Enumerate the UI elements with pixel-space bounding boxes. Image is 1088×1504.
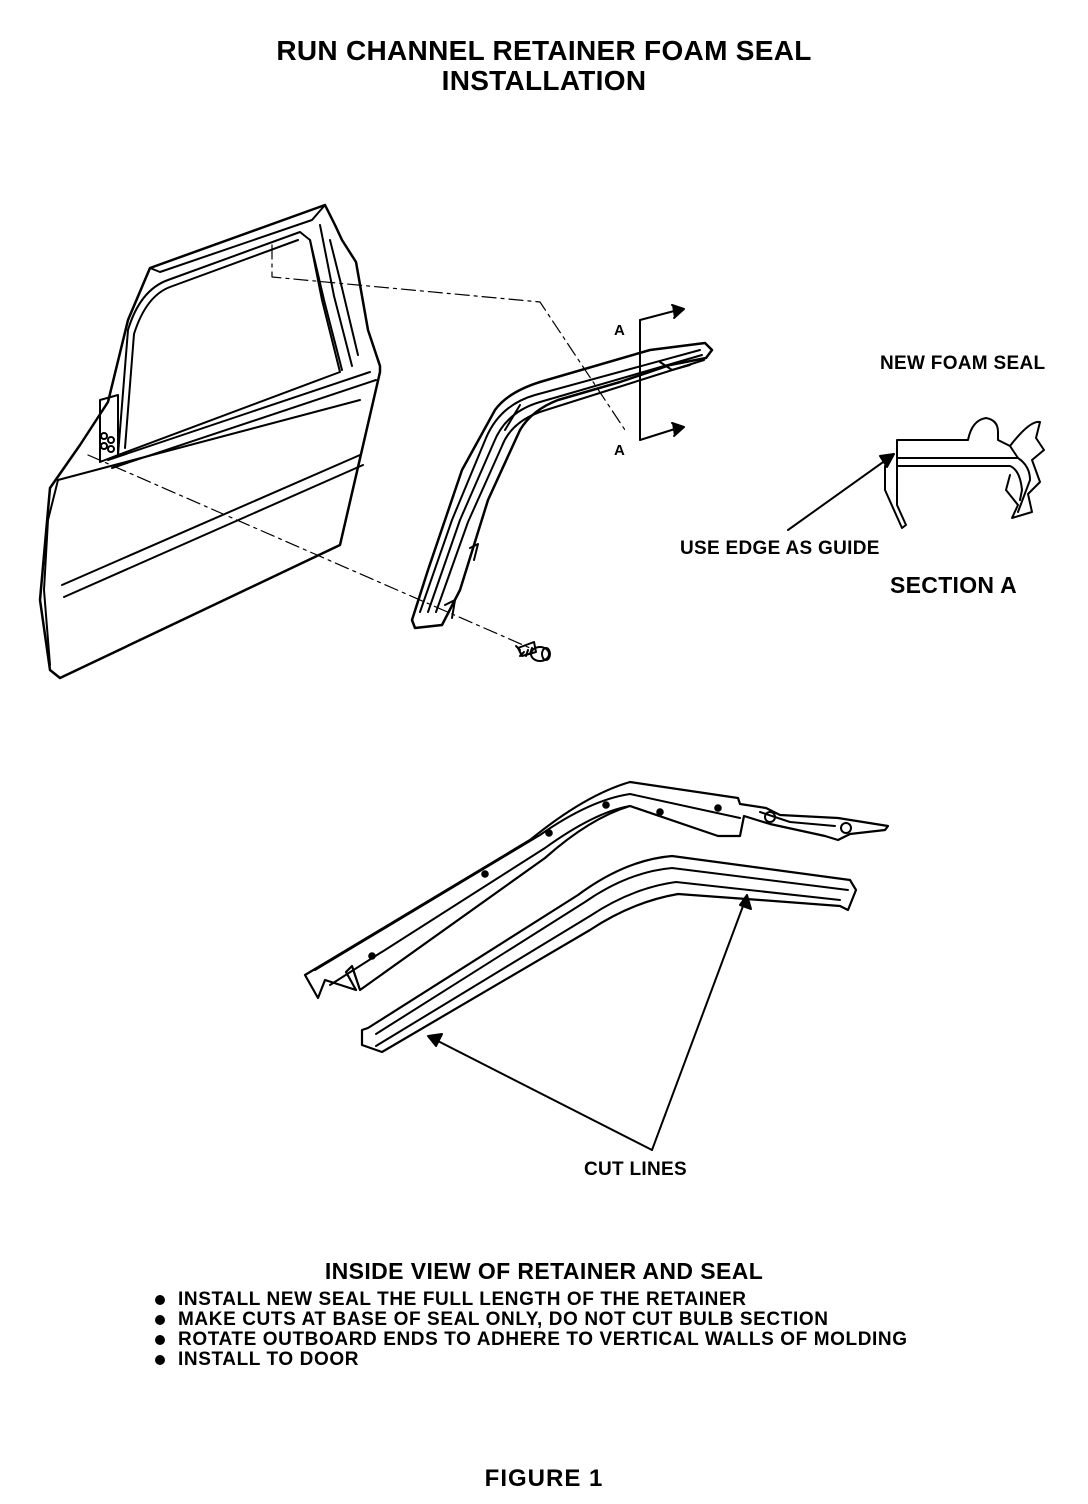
cut-lines-label: CUT LINES — [584, 1159, 687, 1180]
figure-caption: FIGURE 1 — [484, 1465, 604, 1492]
use-edge-as-guide-label: USE EDGE AS GUIDE — [680, 538, 880, 559]
instruction-list: INSTALL NEW SEAL THE FULL LENGTH OF THE … — [152, 1290, 908, 1370]
instruction-item: INSTALL TO DOOR — [152, 1350, 908, 1370]
diagram-title: RUN CHANNEL RETAINER FOAM SEAL INSTALLAT… — [0, 36, 1088, 96]
screw-fastener — [515, 641, 551, 662]
section-marker-label-top: A — [614, 322, 626, 339]
bullet-icon — [155, 1295, 165, 1305]
instruction-item: MAKE CUTS AT BASE OF SEAL ONLY, DO NOT C… — [152, 1310, 908, 1330]
bullet-icon — [155, 1315, 165, 1325]
bullet-icon — [155, 1335, 165, 1345]
seal-inside-view — [360, 854, 858, 1054]
inside-view-title: INSIDE VIEW OF RETAINER AND SEAL — [324, 1258, 764, 1284]
new-foam-seal-label: NEW FOAM SEAL — [880, 353, 1046, 374]
instruction-item: ROTATE OUTBOARD ENDS TO ADHERE TO VERTIC… — [152, 1330, 908, 1350]
door-illustration — [38, 203, 382, 680]
cut-lines-arrows — [427, 894, 752, 1151]
instruction-text: INSTALL TO DOOR — [178, 1349, 360, 1370]
instruction-item: INSTALL NEW SEAL THE FULL LENGTH OF THE … — [152, 1290, 908, 1310]
bullet-icon — [155, 1355, 165, 1365]
instruction-text: ROTATE OUTBOARD ENDS TO ADHERE TO VERTIC… — [178, 1329, 908, 1350]
run-channel-retainer — [410, 341, 714, 630]
section-a-marker — [639, 304, 685, 441]
section-a-profile — [787, 417, 1045, 531]
instruction-text: MAKE CUTS AT BASE OF SEAL ONLY, DO NOT C… — [178, 1309, 829, 1330]
leader-lines — [87, 244, 626, 649]
title-line-1: RUN CHANNEL RETAINER FOAM SEAL — [276, 35, 812, 66]
section-marker-label-bottom: A — [614, 442, 626, 459]
retainer-inside-view — [303, 780, 890, 1000]
section-a-label: SECTION A — [890, 572, 1018, 598]
title-line-2: INSTALLATION — [441, 65, 647, 96]
instruction-text: INSTALL NEW SEAL THE FULL LENGTH OF THE … — [178, 1289, 747, 1310]
